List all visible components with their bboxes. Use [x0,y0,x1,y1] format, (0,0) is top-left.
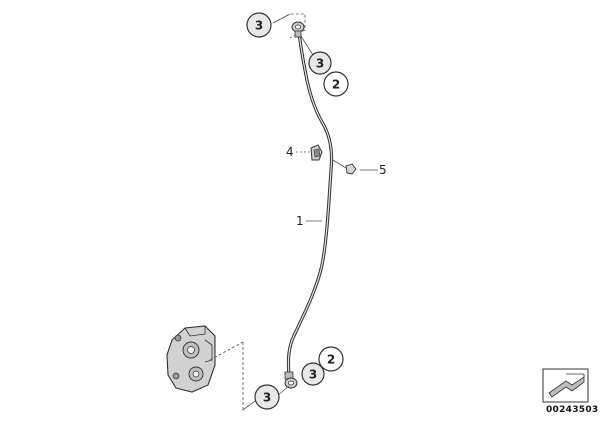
callout-4: 4 [286,145,294,159]
top-banjo-fitting [291,21,305,38]
circled-callout-bottom-2: 2 [318,346,344,372]
caliper-mount-lines [209,341,260,411]
svg-text:3: 3 [316,57,324,71]
svg-text:2: 2 [332,78,340,92]
circled-callout-top-2: 2 [323,71,349,97]
screw-part-5 [332,159,357,175]
circled-callout-bottom-3: 3 [301,362,325,386]
callout-1: 1 [296,214,304,228]
svg-text:3: 3 [255,19,263,33]
diagram-corner-icon [542,368,589,403]
circled-callout-bottom-left-3: 3 [254,384,280,410]
circled-callout-top-3: 3 [308,51,332,75]
circled-callout-top-left-3: 3 [246,12,272,38]
callout-5: 5 [379,163,387,177]
brake-caliper [166,325,216,393]
clip-part-4 [310,144,323,161]
bottom-banjo-fitting [284,371,298,389]
svg-text:3: 3 [309,368,317,382]
svg-text:3: 3 [263,391,271,405]
diagram-number: 00243503 [546,405,599,415]
svg-text:2: 2 [327,353,335,367]
brake-line [286,29,334,376]
